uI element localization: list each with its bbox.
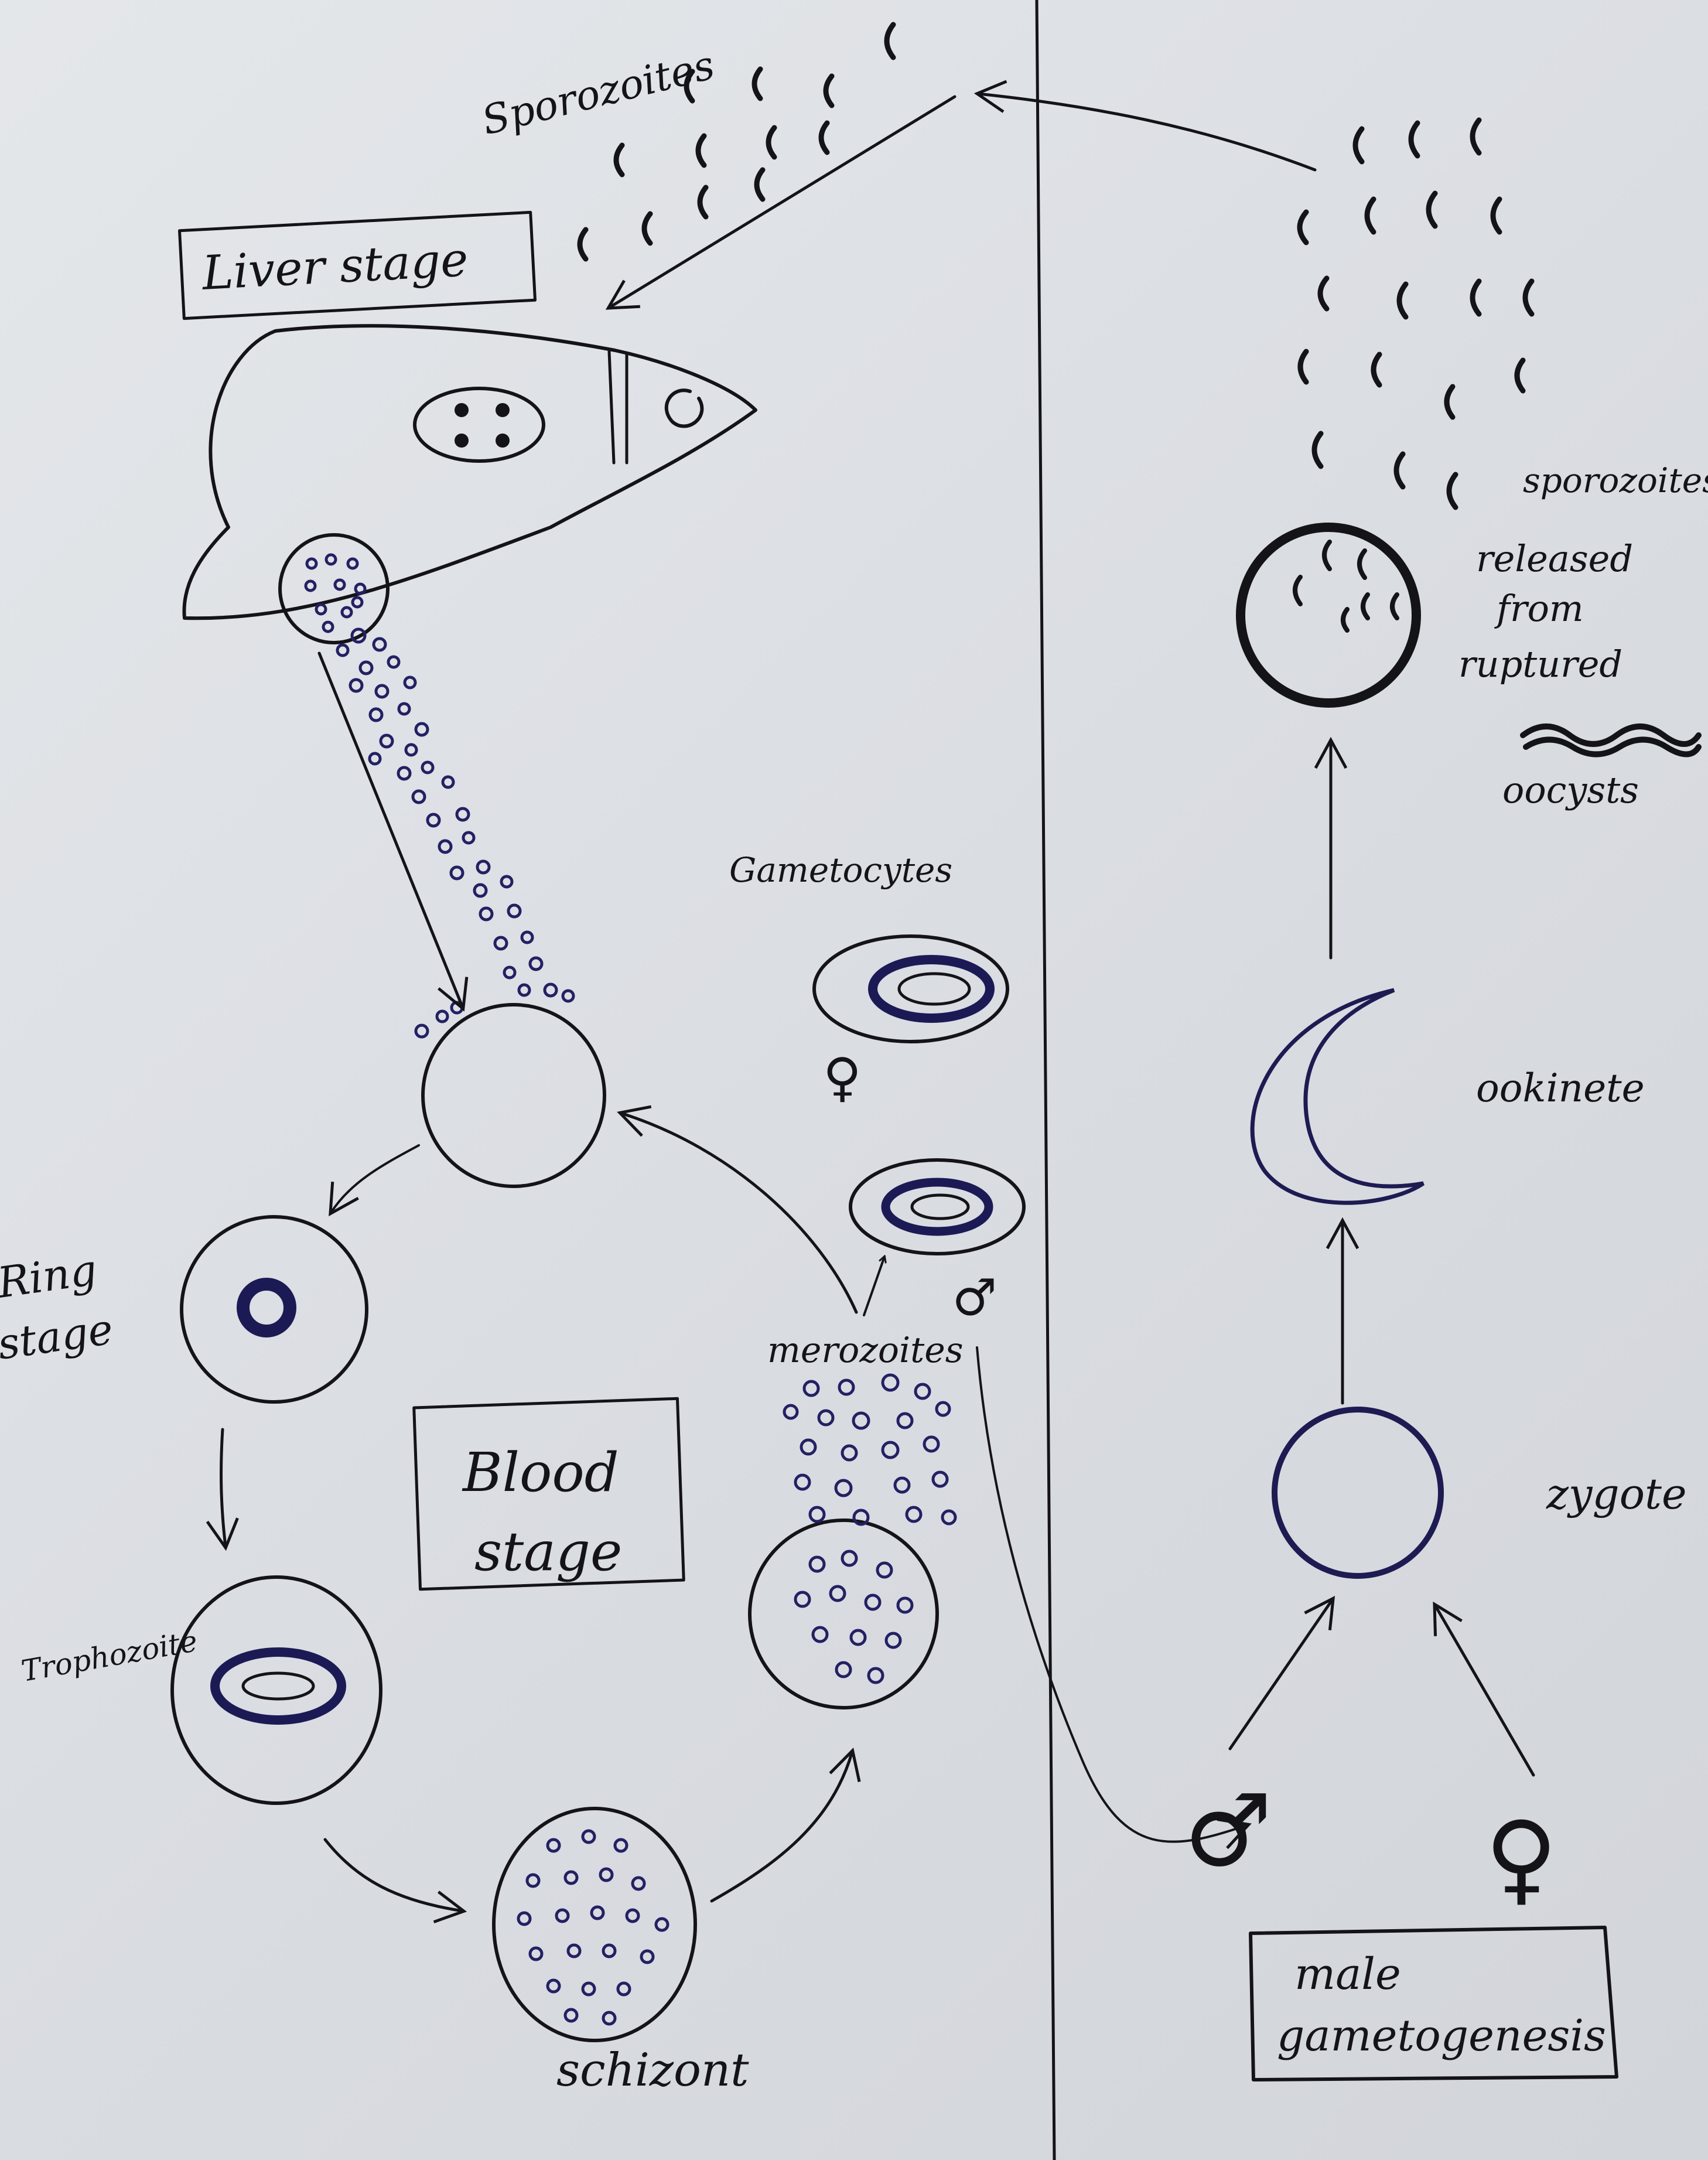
ookinete-label: ookinete [1476,1066,1645,1111]
female-gametocyte [814,936,1007,1042]
arrow-trophozoite-to-schizont [325,1840,463,1911]
male-gamete-symbol: ♂ [1183,1774,1272,1890]
released-merozoites [784,1375,955,1524]
ring-stage-label-1: Ring [0,1245,100,1308]
blood-stage-label-2: stage [474,1520,622,1583]
schizont-cell [494,1808,695,2040]
divider-line [1037,0,1054,2160]
arrow-male-gamete-to-zygote [1230,1599,1333,1749]
schizont-label: schizont [556,2044,749,2097]
red-blood-cell-uninfected [423,1005,604,1186]
ookinete-crescent [1252,990,1423,1203]
liver-stage-label: Liver stage [200,232,470,301]
zygote-cell [1275,1410,1441,1576]
oocyst-label-2: from [1494,587,1584,630]
ruptured-oocyst [1241,527,1416,703]
gametocytes-label: Gametocytes [729,850,952,890]
rupturing-schizont [750,1520,937,1708]
blood-stage-label-1: Blood [462,1441,619,1504]
trophozoite-cell [172,1577,381,1803]
oocyst-label-1: released [1476,537,1633,580]
ring-stage-label-2: stage [0,1304,116,1369]
arrow-female-gamete-to-zygote [1435,1605,1533,1775]
female-gametocyte-symbol: ♀ [823,1047,862,1108]
scribble-out [1523,726,1699,755]
male-gametocyte-symbol: ♂ [952,1269,997,1328]
sporozoites-cluster-top [580,25,893,259]
liver-cell [184,326,756,618]
arrow-merozoites-to-gametocytes [864,1257,884,1315]
ring-stage-cell [182,1217,367,1402]
merozoites-label: merozoites [767,1330,964,1371]
arrow-sporozoites-to-human [978,94,1315,170]
arrow-sporozoites-to-liver [609,97,955,308]
arrow-merozoites-to-rbc [621,1113,856,1312]
oocyst-label-3: ruptured [1458,643,1622,685]
arrow-rbc-to-ring [331,1145,419,1213]
male-gametogenesis-label-2: gametogenesis [1277,2011,1606,2061]
male-gametogenesis-label-1: male [1294,1949,1401,1999]
male-gametocyte [850,1160,1024,1254]
sporozoites-cluster-right [1300,120,1532,507]
zygote-label: zygote [1546,1469,1687,1519]
arrow-to-male-gametogenesis [977,1347,1248,1842]
sporozoites-right-label: sporozoites [1523,460,1708,500]
merozoites-stream [337,629,573,1037]
arrow-ring-to-trophozoite [221,1429,226,1547]
arrow-liver-to-blood [319,653,463,1008]
oocyst-label-4: oocysts [1502,769,1639,811]
sporozoites-top-label: Sporozoites [477,42,719,145]
arrow-schizont-to-merozoites [712,1752,852,1901]
female-gamete-symbol: ♀ [1485,1800,1557,1916]
